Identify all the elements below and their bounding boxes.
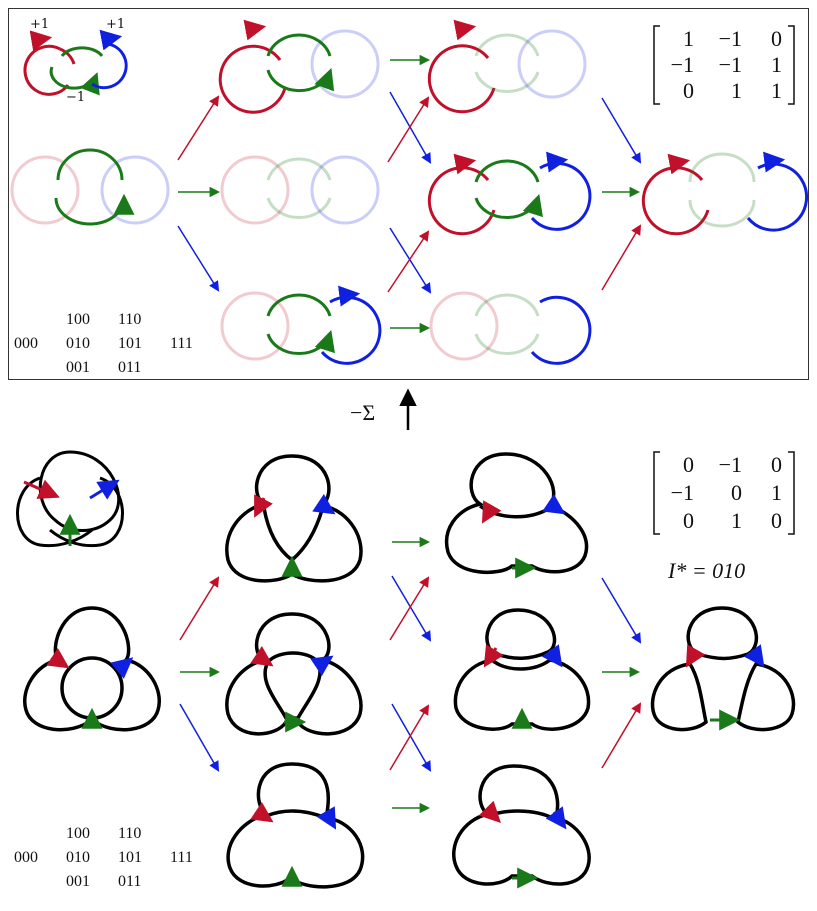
bottom-matrix-r1c1: 0: [731, 480, 742, 505]
state-label: 000: [14, 335, 38, 352]
crossing-arrow-red: [481, 500, 502, 524]
top-matrix-r2c1: 1: [731, 78, 742, 103]
crossing-arrow-red: [250, 801, 274, 823]
state-label: 011: [118, 873, 141, 890]
resolution-100: [218, 19, 380, 114]
crossing-arrow-blue: [743, 644, 765, 668]
bottom-matrix: 0 −1 0 −1 0 1 0 1 0: [653, 451, 795, 535]
bottom-state-labels: 100 110 000 010 101 111 001 011: [14, 825, 193, 890]
bottom-matrix-r1c0: −1: [671, 480, 694, 505]
state-label: 000: [14, 849, 38, 866]
top-matrix-r1c2: 1: [771, 52, 782, 77]
crossing-arrow-red: [483, 644, 504, 668]
bottom-matrix-r1c2: 1: [771, 480, 782, 505]
top-matrix-r2c0: 0: [683, 78, 694, 103]
sigma-label: −Σ: [350, 400, 375, 425]
crossing-arrow-red: [685, 644, 706, 668]
state-label: 010: [66, 849, 90, 866]
sign-label-red: +1: [30, 17, 49, 32]
trefoil-resolution-101: [453, 608, 591, 731]
link-cube-panel: [8, 8, 809, 380]
trefoil-resolution-010: [225, 612, 363, 736]
state-label: 101: [118, 849, 142, 866]
resolution-111: [641, 151, 808, 236]
crossing-arrow-red: [478, 800, 501, 823]
top-matrix-r2c2: 1: [771, 78, 782, 103]
crossing-arrow-blue: [542, 493, 566, 515]
state-label: 001: [66, 873, 90, 890]
state-label: 101: [118, 335, 142, 352]
bottom-matrix-r2c0: 0: [683, 508, 694, 533]
state-label: 010: [66, 335, 90, 352]
top-matrix: 1 −1 0 −1 −1 1 0 1 1: [653, 25, 795, 105]
sign-label-blue: +1: [106, 17, 125, 32]
resolution-010: [220, 155, 380, 225]
state-label: 100: [66, 825, 90, 842]
trefoil-resolution-111: [650, 606, 796, 732]
crossing-arrow-blue: [110, 657, 134, 679]
crossing-arrow-red: [254, 494, 273, 518]
resolution-011: [429, 291, 592, 365]
top-matrix-r0c0: 1: [683, 26, 694, 51]
resolution-110: [427, 19, 587, 114]
state-label: 111: [170, 849, 193, 866]
crossing-arrow-red: [46, 647, 70, 669]
crossing-arrow-blue: [545, 806, 567, 830]
trefoil-resolution-001: [226, 762, 365, 889]
crossing-arrow-blue: [541, 644, 563, 668]
bottom-matrix-r2c1: 1: [731, 508, 742, 533]
trefoil-resolution-110: [444, 452, 589, 575]
reference-link-small: [23, 29, 128, 96]
top-matrix-r0c2: 0: [771, 26, 782, 51]
sign-label-green: −1: [66, 90, 85, 105]
state-label: 001: [66, 359, 90, 376]
bottom-matrix-r0c0: 0: [683, 452, 694, 477]
trefoil-resolution-011: [452, 764, 591, 886]
top-cube-edges: [177, 54, 642, 334]
state-label: 110: [118, 311, 141, 328]
istar-label: I* = 010: [667, 558, 745, 583]
crossing-arrow-red: [250, 645, 274, 667]
resolution-000: [10, 148, 170, 226]
crossing-arrow-red: [23, 479, 60, 499]
bottom-matrix-r0c1: −1: [719, 452, 742, 477]
top-matrix-r1c0: −1: [671, 52, 694, 77]
crossing-arrow-blue: [312, 493, 336, 515]
bottom-matrix-r0c2: 0: [771, 452, 782, 477]
resolution-001: [220, 285, 382, 365]
state-label: 111: [170, 335, 193, 352]
trefoil-resolution-100: [225, 454, 363, 583]
crossing-arrow-blue: [316, 806, 337, 830]
trefoil-resolution-000: [23, 606, 161, 732]
top-state-labels: 100 110 000 010 101 111 001 011: [14, 311, 193, 376]
top-matrix-r1c1: −1: [719, 52, 742, 77]
resolution-101: [427, 151, 592, 236]
crossing-arrow-blue: [310, 655, 334, 677]
state-label: 011: [118, 359, 141, 376]
state-label: 100: [66, 311, 90, 328]
bottom-matrix-r2c2: 0: [771, 508, 782, 533]
top-matrix-r0c1: −1: [719, 26, 742, 51]
state-label: 110: [118, 825, 141, 842]
crossing-arrow-blue: [89, 479, 120, 500]
bottom-cube-edges: [179, 536, 642, 814]
